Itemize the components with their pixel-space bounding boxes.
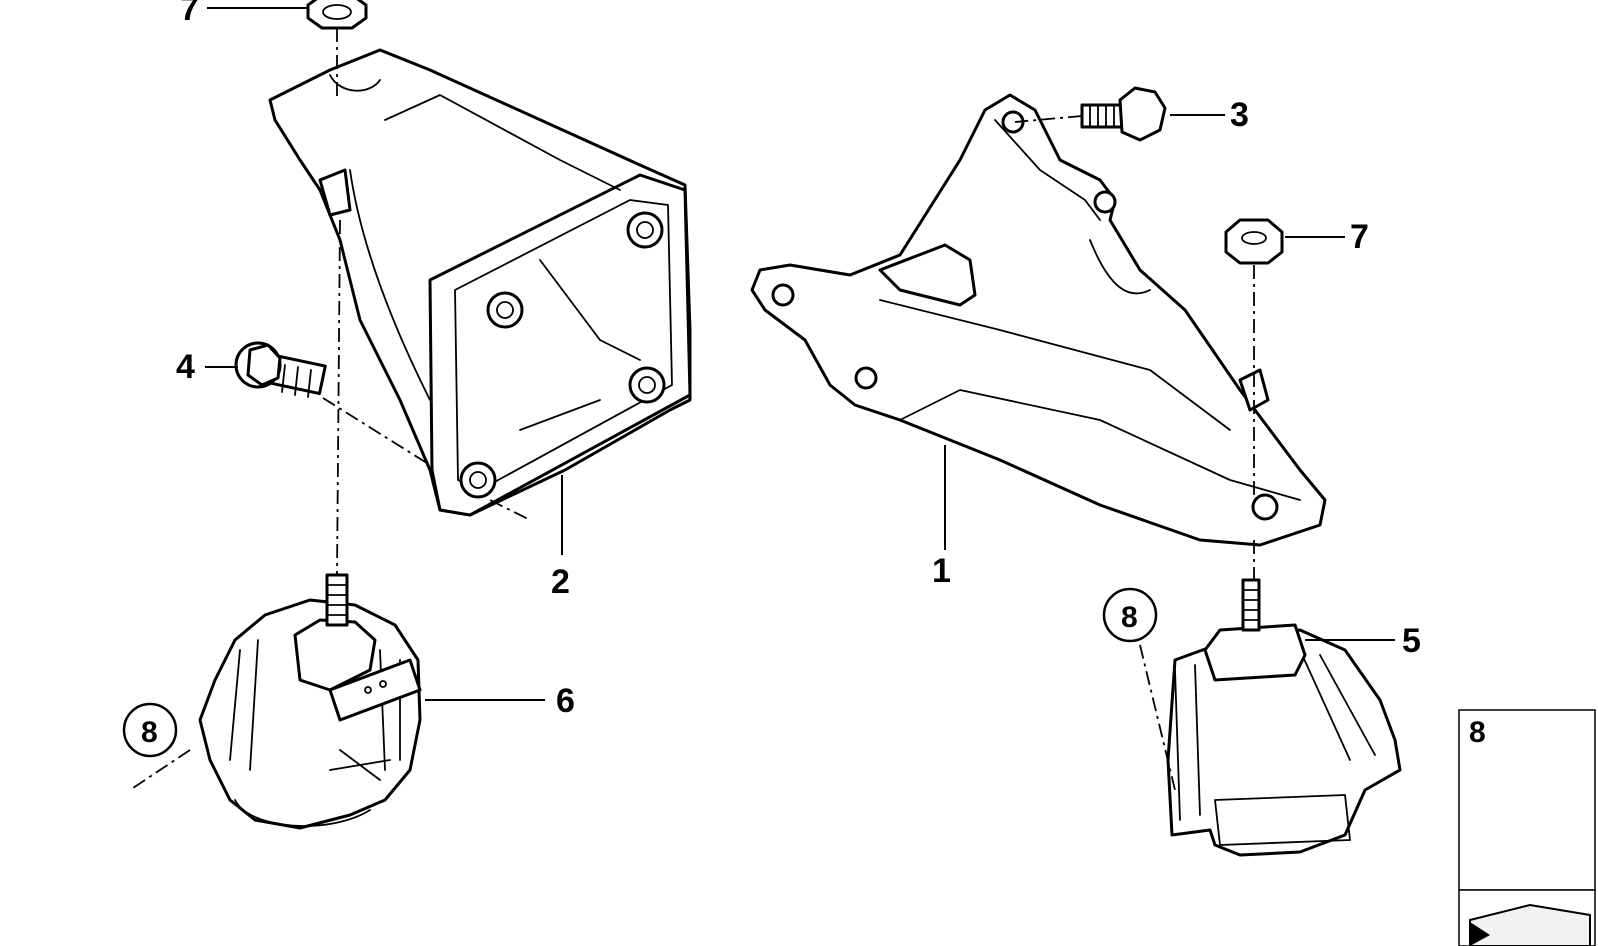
callout-8-left: 8 (141, 716, 158, 749)
callout-labels: 7 2 4 6 3 7 1 5 8 (176, 0, 1486, 749)
callout-6: 6 (556, 682, 575, 720)
callout-8-inset: 8 (1469, 716, 1486, 749)
hex-nut-right[interactable] (1224, 218, 1284, 265)
right-engine-mount-bracket[interactable] (750, 93, 1327, 547)
callout-7-left: 7 (180, 0, 199, 28)
hex-bolt[interactable] (1080, 86, 1167, 142)
callout-4: 4 (176, 348, 195, 386)
detail-inset-frame (1458, 709, 1596, 946)
leader-lines (129, 7, 1395, 791)
callout-1: 1 (932, 552, 951, 590)
callout-2: 2 (551, 563, 570, 601)
circled-callout-8-left: 8 (122, 702, 178, 758)
right-engine-mount[interactable] (1166, 578, 1402, 857)
callout-7-right: 7 (1350, 218, 1369, 256)
circled-callout-8-right: 8 (1102, 587, 1158, 643)
callout-3: 3 (1230, 96, 1249, 134)
left-engine-mount-bracket[interactable] (268, 48, 692, 517)
callout-8-right: 8 (1121, 601, 1138, 634)
hex-nut-left[interactable] (306, 0, 368, 30)
callout-5: 5 (1402, 622, 1421, 660)
flange-bolt[interactable] (234, 341, 327, 398)
left-engine-mount[interactable] (198, 573, 422, 830)
